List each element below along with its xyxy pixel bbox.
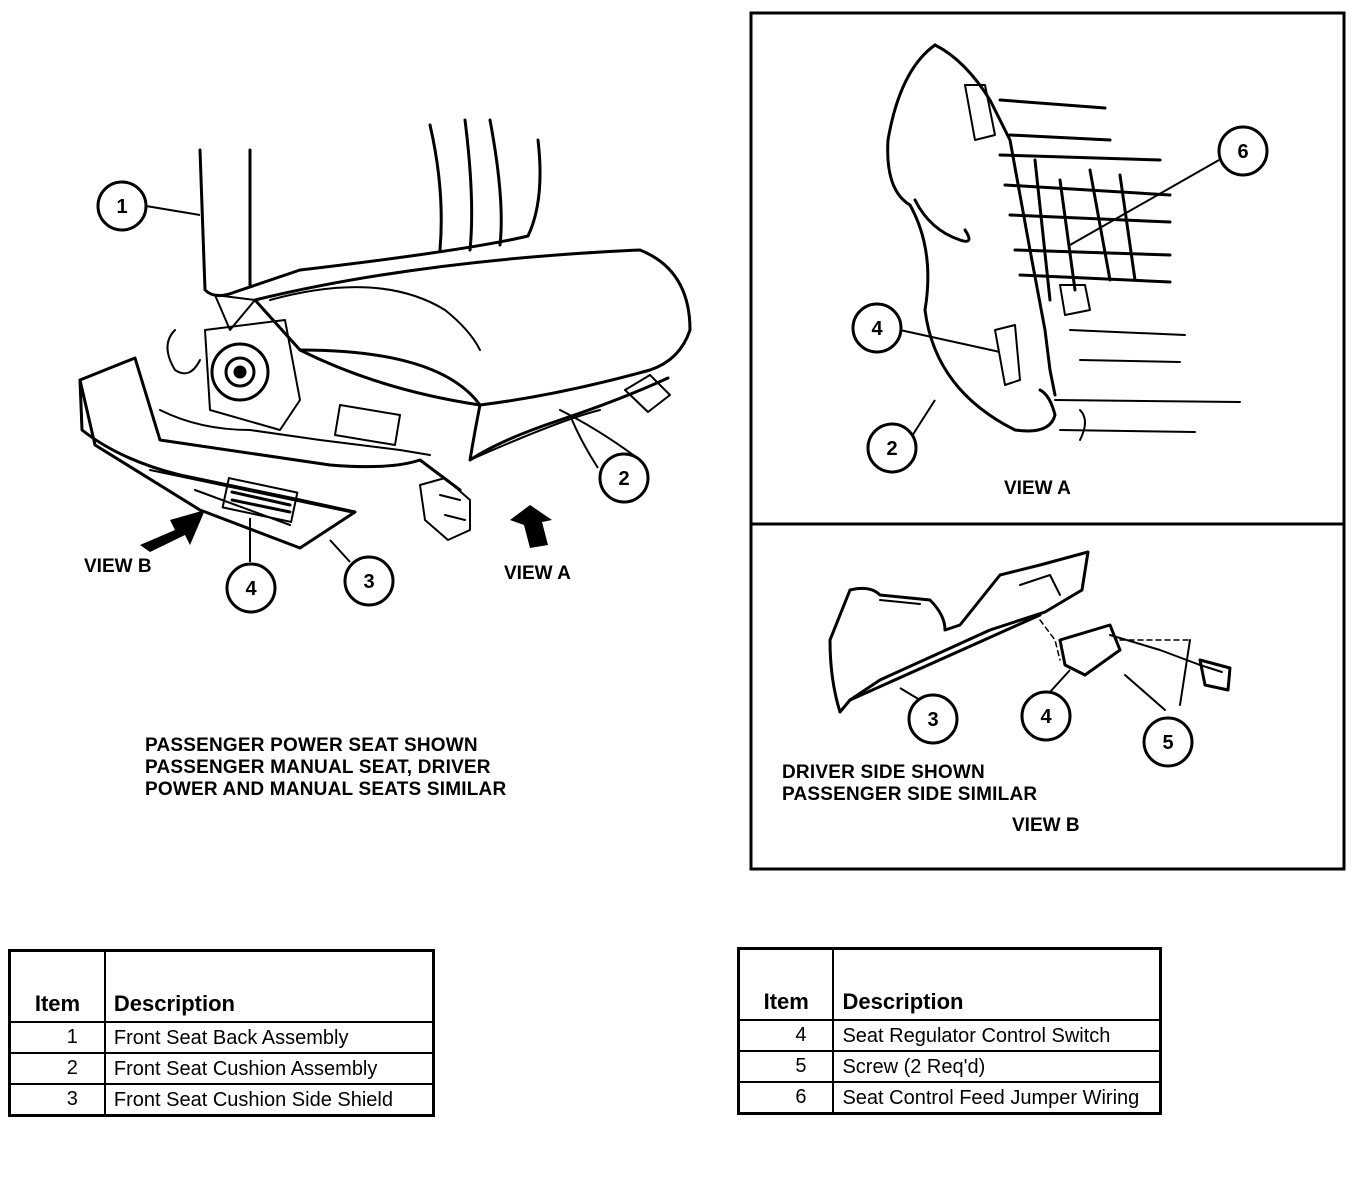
- legend-item-description: Screw (2 Req'd): [832, 1050, 1162, 1083]
- legend-item-number: 1: [8, 1021, 106, 1054]
- table-row: 4 Seat Regulator Control Switch: [737, 1019, 1162, 1052]
- svg-text:3: 3: [363, 571, 374, 593]
- callout-a-6: 6: [1217, 125, 1269, 177]
- legend-item-description: Front Seat Back Assembly: [103, 1021, 435, 1054]
- view-b-caption-line-1: DRIVER SIDE SHOWN: [782, 762, 985, 783]
- svg-text:4: 4: [245, 578, 257, 600]
- svg-text:5: 5: [1162, 732, 1173, 754]
- svg-text:1: 1: [116, 196, 127, 218]
- main-view-b-label: VIEW B: [84, 556, 152, 577]
- legend-item-number: 2: [8, 1052, 106, 1085]
- view-b-caption: DRIVER SIDE SHOWN PASSENGER SIDE SIMILAR: [782, 762, 1037, 806]
- view-a-illustration: [886, 43, 1241, 441]
- view-b-caption-line-2: PASSENGER SIDE SIMILAR: [782, 784, 1038, 805]
- svg-text:4: 4: [871, 318, 883, 340]
- callout-4: 4: [225, 562, 277, 614]
- leader-lines-view-b: [899, 669, 1071, 701]
- view-a-arrow: [510, 505, 552, 548]
- legend-header-item: Item: [8, 949, 106, 1023]
- legend-item-number: 5: [737, 1050, 835, 1083]
- main-caption-line-2: PASSENGER MANUAL SEAT, DRIVER: [145, 757, 491, 778]
- table-row: 2 Front Seat Cushion Assembly: [8, 1052, 435, 1085]
- svg-text:2: 2: [886, 438, 897, 460]
- detail-views-frame: [749, 11, 1346, 871]
- callout-b-4: 4: [1020, 690, 1072, 742]
- table-row: 6 Seat Control Feed Jumper Wiring: [737, 1081, 1162, 1115]
- svg-text:2: 2: [618, 468, 629, 490]
- leader-lines-main: [145, 205, 599, 563]
- view-b-label: VIEW B: [1012, 815, 1080, 836]
- svg-text:4: 4: [1040, 706, 1052, 728]
- table-row: 1 Front Seat Back Assembly: [8, 1021, 435, 1054]
- callout-a-4: 4: [851, 302, 903, 354]
- legend-item-description: Seat Regulator Control Switch: [832, 1019, 1162, 1052]
- svg-text:6: 6: [1237, 141, 1248, 163]
- callout-b-3: 3: [907, 693, 959, 745]
- view-a-label: VIEW A: [1004, 478, 1071, 499]
- main-view-a-label: VIEW A: [504, 563, 571, 584]
- legend-item-description: Front Seat Cushion Side Shield: [103, 1083, 435, 1117]
- legend-item-number: 6: [737, 1081, 835, 1115]
- legend-header-item: Item: [737, 947, 835, 1021]
- leader-lines-view-a: [899, 159, 1220, 437]
- legend-item-description: Seat Control Feed Jumper Wiring: [832, 1081, 1162, 1115]
- seat-illustration: [78, 118, 692, 550]
- main-caption-line-1: PASSENGER POWER SEAT SHOWN: [145, 735, 478, 756]
- callout-3: 3: [343, 555, 395, 607]
- view-b-arrow: [140, 510, 205, 552]
- legend-item-description: Front Seat Cushion Assembly: [103, 1052, 435, 1085]
- legend-table-right: Item Description 4 Seat Regulator Contro…: [737, 947, 1162, 1115]
- legend-table-left: Item Description 1 Front Seat Back Assem…: [8, 949, 435, 1117]
- svg-text:3: 3: [927, 709, 938, 731]
- legend-item-number: 3: [8, 1083, 106, 1117]
- main-caption: PASSENGER POWER SEAT SHOWN PASSENGER MAN…: [145, 735, 506, 801]
- legend-item-number: 4: [737, 1019, 835, 1052]
- callout-2: 2: [598, 452, 650, 504]
- legend-header-description: Description: [103, 949, 435, 1023]
- legend-header-description: Description: [832, 947, 1162, 1021]
- legend-header-row: Item Description: [8, 949, 435, 1023]
- callout-b-5: 5: [1142, 716, 1194, 768]
- legend-header-row: Item Description: [737, 947, 1162, 1021]
- table-row: 5 Screw (2 Req'd): [737, 1050, 1162, 1083]
- callout-1: 1: [96, 180, 148, 232]
- view-b-illustration: [828, 550, 1232, 714]
- table-row: 3 Front Seat Cushion Side Shield: [8, 1083, 435, 1117]
- callout-a-2: 2: [866, 422, 918, 474]
- main-caption-line-3: POWER AND MANUAL SEATS SIMILAR: [145, 779, 507, 800]
